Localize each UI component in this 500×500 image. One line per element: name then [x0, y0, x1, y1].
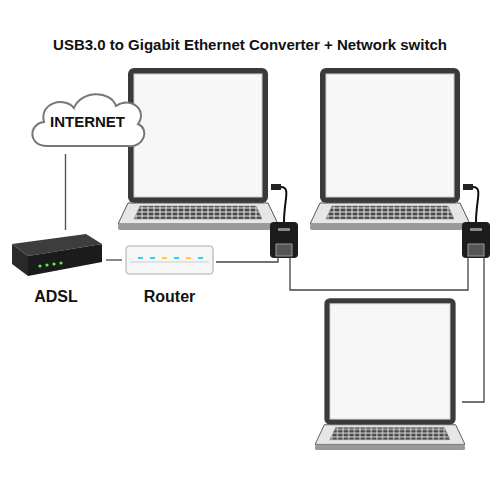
router-device: Router [122, 240, 217, 325]
usb-plug [271, 184, 281, 190]
adsl-shape [6, 230, 106, 280]
laptop [315, 298, 465, 450]
status-led [174, 257, 179, 259]
ethernet-wire [290, 256, 468, 290]
laptop [310, 68, 470, 230]
usb-ethernet-adapter [462, 222, 490, 258]
status-led [45, 263, 48, 266]
device-label: ADSL [6, 288, 106, 306]
status-led [59, 261, 62, 264]
status-led [162, 257, 167, 259]
status-led [138, 257, 143, 259]
cloud-outline [32, 94, 144, 146]
status-led [38, 264, 41, 267]
modem-side [12, 244, 28, 276]
laptop [118, 68, 278, 230]
network-cable [65, 154, 66, 230]
router-seam [130, 262, 209, 263]
status-led [198, 257, 203, 259]
usb-cable [473, 187, 478, 222]
status-led [150, 257, 155, 259]
diagram-title: USB3.0 to Gigabit Ethernet Converter + N… [0, 36, 500, 53]
status-led [52, 262, 55, 265]
router-shape [122, 240, 217, 280]
usb-ethernet-adapter [270, 222, 298, 258]
device-label: Router [122, 288, 217, 306]
usb-plug [463, 184, 473, 190]
ethernet-wire [216, 256, 278, 262]
network-cable [106, 259, 122, 260]
usb-cable [281, 187, 286, 222]
adsl-modem: ADSL [6, 230, 106, 325]
node-label: INTERNET [50, 113, 125, 130]
internet-cloud: INTERNET [25, 88, 150, 154]
router-body [126, 246, 213, 274]
status-led [186, 257, 191, 259]
ethernet-wire [462, 256, 484, 402]
modem-front [28, 244, 102, 276]
